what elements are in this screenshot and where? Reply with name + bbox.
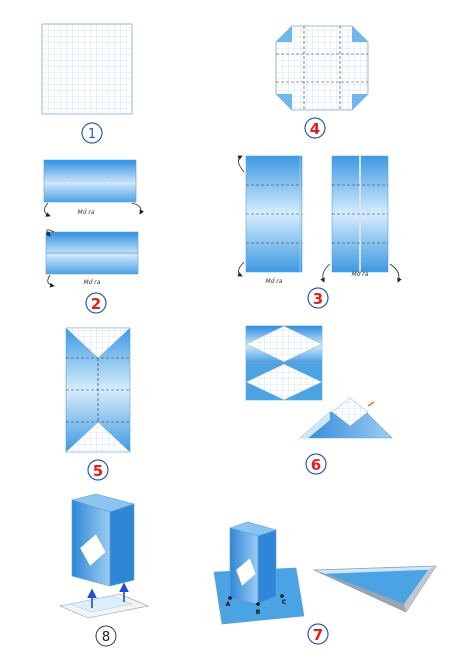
step-2-bottom-strip: Mở ra [45, 229, 139, 288]
step-6-number-badge: 6 [305, 453, 327, 475]
step-3-number-badge: 3 [307, 287, 329, 309]
step-7-number-badge: 7 [307, 623, 329, 645]
step-4-octagon [275, 25, 369, 111]
step-2-number-badge: 2 [85, 292, 107, 314]
point-label-c: C [282, 599, 287, 606]
step-7-prism-on-base: A B C [213, 521, 305, 625]
step-5-number-badge: 5 [87, 459, 109, 481]
unfold-caption-3b: Mở ra [352, 271, 369, 278]
step-7-triangle-tray [313, 565, 437, 613]
step-8-prism [58, 493, 150, 619]
step-6-number: 6 [311, 456, 321, 474]
step-5-number: 5 [93, 462, 103, 480]
step-4-number-badge: 4 [304, 117, 326, 139]
point-label-b: B [256, 609, 261, 616]
step-1-number: 1 [88, 127, 96, 142]
step-7-number: 7 [313, 626, 323, 644]
step-1-number-badge: 1 [81, 122, 103, 144]
step-3-right-panel: Mở ra [320, 155, 402, 283]
unfold-caption-3a: Mở ra [266, 278, 283, 285]
step-2-number: 2 [91, 295, 101, 313]
unfold-caption-2b: Mở ra [84, 279, 101, 286]
step-6-flat-piece [245, 325, 323, 401]
point-label-a: A [226, 601, 231, 608]
step-4-number: 4 [310, 120, 320, 138]
step-3-number: 3 [313, 290, 323, 308]
unfold-caption-2a: Mở ra [78, 209, 95, 216]
step-5-panel [65, 327, 131, 453]
step-8-number: 8 [102, 630, 110, 645]
step-8-number-badge: 8 [95, 625, 117, 647]
step-1-grid-square [41, 23, 133, 115]
step-3-left-panel: Mở ra [237, 155, 303, 285]
step-6-tent-piece [299, 397, 393, 440]
step-2-top-strip: Mở ra [43, 159, 144, 217]
